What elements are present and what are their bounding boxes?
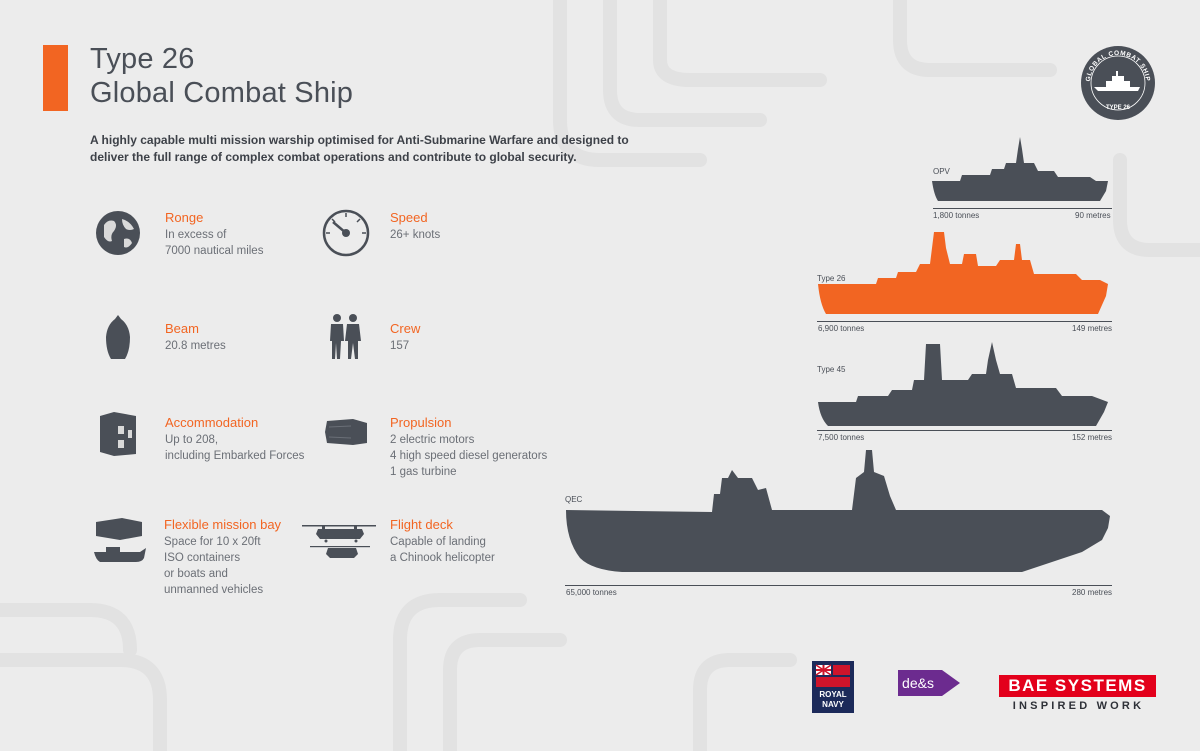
ship-tonnes-qec: 65,000 tonnes [566, 588, 617, 597]
feature-desc-range: In excess of 7000 nautical miles [165, 229, 264, 257]
feature-title-beam: Beam [165, 321, 199, 336]
title-accent-bar [43, 45, 68, 111]
ship-name-qec: QEC [565, 495, 583, 504]
des-logo-text: de&s [902, 675, 934, 691]
opv-ship-silhouette [932, 137, 1108, 201]
container-boat-icon [94, 518, 146, 562]
intro-text: A highly capable multi mission warship o… [90, 133, 629, 164]
ship-length-opv: 90 metres [1075, 211, 1111, 220]
feature-desc-mission-bay: Space for 10 x 20ft ISO containers or bo… [164, 536, 264, 596]
accommodation-block-icon [100, 412, 136, 456]
feature-title-mission-bay: Flexible mission bay [164, 517, 282, 532]
ship-length-type45: 152 metres [1072, 433, 1113, 442]
ship-name-type45: Type 45 [817, 365, 846, 374]
feature-desc-accommodation: Up to 208, including Embarked Forces [165, 434, 305, 462]
crew-people-icon [330, 314, 361, 359]
royal-navy-line2: NAVY [822, 700, 844, 709]
ship-tonnes-opv: 1,800 tonnes [933, 211, 980, 220]
ship-length-type26: 149 metres [1072, 324, 1113, 333]
hull-beam-icon [106, 315, 130, 359]
ship-baseline-opv [933, 208, 1112, 209]
feature-desc-propulsion: 2 electric motors 4 high speed diesel ge… [390, 434, 548, 478]
des-logo: de&s [898, 670, 960, 696]
type26-ship-silhouette [818, 232, 1108, 314]
feature-title-speed: Speed [390, 210, 428, 225]
speed-gauge-icon [322, 209, 370, 257]
bae-tagline: INSPIRED WORK [1012, 700, 1145, 712]
ship-baseline-type45 [817, 430, 1112, 431]
feature-title-range: Ronge [165, 210, 204, 225]
globe-icon [96, 211, 140, 255]
feature-desc-flight-deck: Capable of landing a Chinook helicopter [390, 536, 495, 564]
title-line-1: Type 26 [90, 43, 195, 75]
feature-desc-crew: 157 [390, 340, 410, 352]
ship-tonnes-type45: 7,500 tonnes [818, 433, 865, 442]
ship-name-type26: Type 26 [817, 274, 846, 283]
bae-systems-logo: BAE SYSTEMS [999, 675, 1156, 697]
chinook-helicopter-icon [302, 525, 376, 558]
ship-name-opv: OPV [933, 167, 950, 176]
feature-title-flight-deck: Flight deck [390, 517, 453, 532]
engine-icon [325, 419, 367, 445]
ship-length-qec: 280 metres [1072, 588, 1113, 597]
title-line-2: Global Combat Ship [90, 77, 354, 109]
badge-bottom-text: TYPE 26 [1106, 105, 1131, 111]
ship-baseline-qec [565, 585, 1112, 586]
feature-title-accommodation: Accommodation [165, 415, 259, 430]
qec-ship-silhouette [566, 450, 1110, 572]
royal-navy-line1: ROYAL [819, 690, 846, 699]
global-combat-ship-badge: GLOBAL COMBAT SHIP TYPE 26 [1081, 46, 1155, 120]
type45-ship-silhouette [818, 342, 1108, 426]
ship-baseline-type26 [817, 321, 1112, 322]
page-title: Type 26 Global Combat Ship [90, 42, 353, 110]
feature-desc-speed: 26+ knots [390, 229, 441, 241]
feature-title-crew: Crew [390, 321, 421, 336]
ship-tonnes-type26: 6,900 tonnes [818, 324, 865, 333]
feature-title-propulsion: Propulsion [390, 415, 452, 430]
feature-desc-beam: 20.8 metres [165, 340, 226, 352]
royal-navy-logo: ROYAL NAVY [812, 661, 854, 713]
